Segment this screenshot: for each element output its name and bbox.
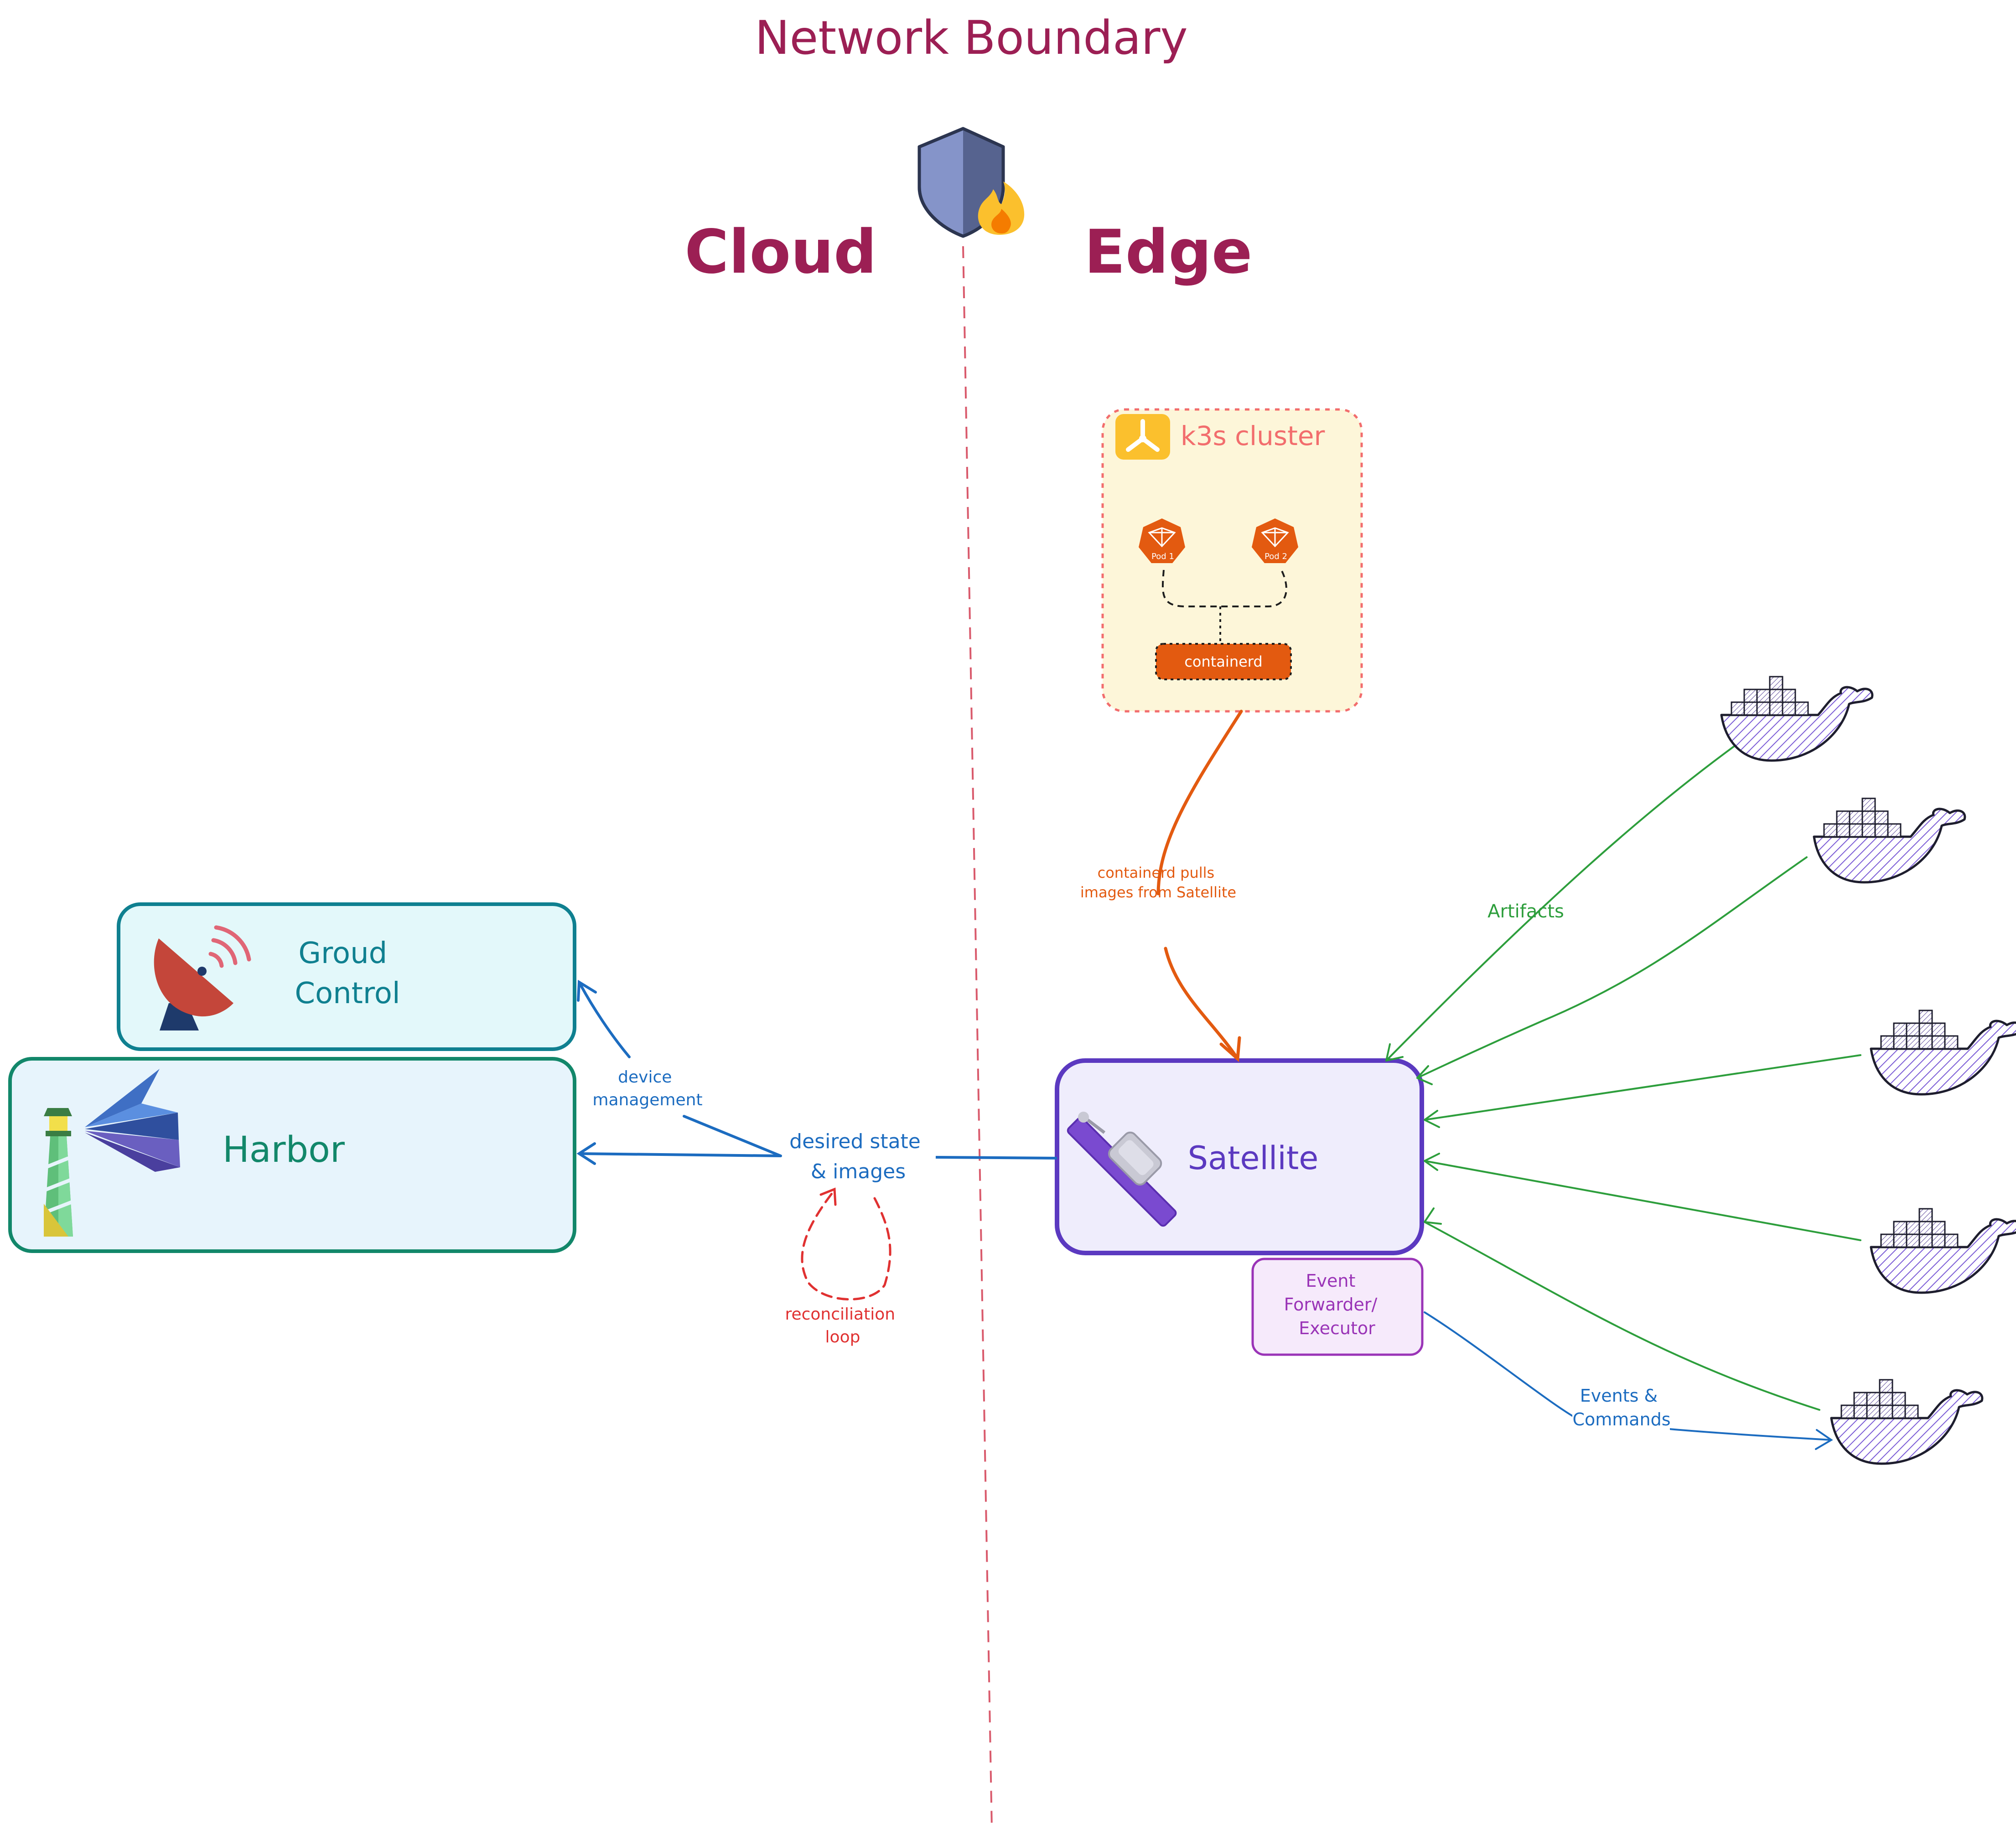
k3s-cluster-box[interactable] [1101,408,1363,713]
desired-state-connector-right [935,1156,1057,1160]
harbor-arrowhead [576,1142,596,1165]
ground-control-label-line1: Groud [298,937,387,970]
ground-control-label-line2: Control [295,977,400,1010]
satellite-label: Satellite [1188,1139,1319,1177]
reconciliation-loop-arrow [801,1189,891,1301]
cloud-zone-label: Cloud [684,217,876,287]
network-boundary-line [962,246,993,1829]
pod-2-label: Pod 2 [1265,552,1287,561]
k3s-cluster-title: k3s cluster [1181,420,1325,451]
satellite-icon [1067,1112,1177,1227]
desired-state-label-line1: desired state [789,1130,921,1153]
reconciliation-label-line2: loop [825,1328,860,1346]
device-management-label-line1: device [618,1068,672,1087]
lighthouse-icon [43,1069,180,1237]
events-commands-label: Events & Commands [1572,1386,1670,1429]
device-management-arrow [578,981,782,1157]
reconciliation-arrowhead [819,1187,837,1206]
pod-1-label: Pod 1 [1151,552,1174,561]
containerd-box[interactable] [1155,643,1292,680]
docker-whale-icon[interactable] [1871,1010,2016,1094]
docker-whale-icon[interactable] [1831,1380,1982,1464]
pod-icon: Pod 1 [1139,518,1185,563]
ground-control-label: Groud Control [295,937,400,1010]
ground-control-box[interactable] [117,902,576,1051]
artifact-arrows [1385,742,1861,1411]
artifact-arrowheads [1385,1043,1442,1225]
events-commands-label-line1: Events & [1580,1386,1658,1406]
artifacts-label: Artifacts [1487,901,1564,922]
containerd-label: containerd [1184,653,1262,670]
event-forwarder-label: Event Forwarder/ Executor [1284,1271,1383,1338]
event-forwarder-label-line3: Executor [1299,1318,1375,1338]
satellite-top-arrowhead [1219,1036,1241,1062]
docker-whale-icon[interactable] [1721,677,1872,761]
shield-firewall-icon [917,127,1025,238]
device-management-label-line2: management [592,1091,702,1109]
harbor-label: Harbor [223,1129,345,1170]
containerd-pull-label-line1: containerd pulls [1098,864,1215,881]
diagram-title: Network Boundary [755,11,1188,65]
containerd-pull-label-line2: images from Satellite [1080,884,1236,901]
event-forwarder-box[interactable] [1251,1258,1424,1356]
pod-link-line [1161,570,1287,607]
events-commands-label-line2: Commands [1572,1409,1670,1429]
satellite-dish-icon [154,925,251,1030]
reconciliation-label-line1: reconciliation [785,1305,895,1324]
events-label-backdrop [1572,1383,1670,1432]
edge-zone-label: Edge [1084,217,1253,287]
event-forwarder-label-line2: Forwarder/ [1284,1294,1378,1315]
containerd-pull-label: containerd pulls images from Satellite [1080,864,1236,901]
k3s-logo-icon [1115,414,1170,460]
pod-icon: Pod 2 [1252,518,1298,563]
docker-whale-icon[interactable] [1871,1209,2016,1293]
events-arrowhead [1815,1429,1833,1450]
ground-control-arrowhead [577,979,597,1002]
event-forwarder-label-line1: Event [1306,1271,1356,1291]
device-management-label: device management [592,1068,702,1109]
desired-state-connector-left [579,1152,781,1157]
desired-state-label: desired state & images [789,1130,927,1183]
containerd-pull-arrow [1156,709,1243,1061]
desired-state-label-line2: & images [811,1160,906,1183]
reconciliation-label: reconciliation loop [785,1305,900,1346]
docker-whale-icon[interactable] [1814,798,1965,882]
